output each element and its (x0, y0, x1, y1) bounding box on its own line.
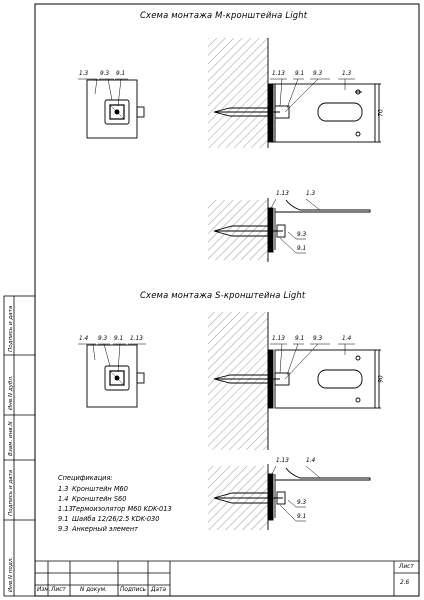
s-bottom-label: 1.4 (306, 458, 316, 464)
m-bottom-leaders (269, 198, 321, 254)
s-bottom-leaders (269, 465, 321, 522)
m-side-label: 1.3 (342, 71, 352, 77)
m-front-label: 1.3 (79, 71, 89, 77)
m-wall-hatch (208, 38, 268, 148)
spec-item-text: Анкерный элемент (72, 525, 139, 533)
m-bottom-label: 9.1 (297, 246, 307, 252)
m-bottom-label: 9.3 (297, 232, 307, 238)
s-bottom-label: 9.3 (297, 500, 307, 506)
stamp-sheet-label: Лист (399, 564, 414, 570)
m-front-view (86, 79, 145, 139)
s-side-leaders (270, 343, 355, 380)
s-side-label: 9.1 (295, 336, 305, 342)
stamp-col-doc: N докум. (80, 587, 107, 593)
spec-item-text: Термоизолятор М60 KDK-013 (72, 505, 172, 513)
m-side-label: 9.3 (313, 71, 323, 77)
side-strip-label: Инв.N дубл. (8, 375, 14, 410)
stamp-col-change: Изм. (37, 587, 51, 593)
s-dimension: 90 (378, 375, 385, 383)
m-side-label: 9.1 (295, 71, 305, 77)
m-front-label: 9.1 (116, 71, 126, 77)
s-bottom-view (213, 464, 371, 530)
stamp-col-date: Дата (151, 587, 167, 593)
s-front-label: 1.4 (79, 336, 89, 342)
s-front-view (86, 344, 145, 408)
s-side-view (213, 312, 381, 450)
m-side-leaders (270, 78, 355, 113)
side-strip-label: Взам. инв.N (8, 421, 14, 456)
spec-item-text: Шайба 12/26/2.5 KDK-030 (72, 515, 160, 523)
s-side-label: 1.4 (342, 336, 352, 342)
stamp-col-sheet: Лист (51, 587, 66, 593)
stamp-grid (35, 560, 419, 596)
m-front-leaders (78, 78, 128, 107)
spec-item-code: 9.1 (58, 515, 69, 523)
m-side-label: 1.13 (272, 71, 285, 77)
s-front-leaders (78, 343, 146, 373)
spec-item-code: 9.3 (58, 525, 69, 533)
spec-item-code: 1.3 (58, 485, 69, 493)
stamp-col-sign: Подпись (120, 587, 147, 593)
m-section-title: Схема монтажа М-кронштейна Light (140, 10, 308, 20)
m-side-view (213, 38, 381, 148)
m-dimension: 70 (378, 109, 385, 117)
m-bottom-label: 1.13 (276, 191, 289, 197)
s-section-title: Схема монтажа S-кронштейна Light (140, 290, 306, 300)
side-strip (3, 295, 36, 597)
spec-item-text: Кронштейн S60 (72, 495, 127, 503)
side-strip-label: Подпись и дата (8, 305, 14, 352)
s-bottom-label: 9.1 (297, 514, 307, 520)
s-front-label: 1.13 (130, 336, 143, 342)
s-front-label: 9.1 (114, 336, 124, 342)
side-strip-label: Инв.N подл. (8, 556, 14, 592)
spec-heading: Спецификация: (58, 474, 113, 482)
stamp-sheet-number: 2.6 (400, 580, 410, 586)
s-side-label: 9.3 (313, 336, 323, 342)
s-side-label: 1.13 (272, 336, 285, 342)
spec-item-code: 1.4 (58, 495, 69, 503)
s-wall-hatch (208, 312, 268, 450)
s-bottom-label: 1.13 (276, 458, 289, 464)
side-strip-label: Подпись и дата (8, 469, 14, 516)
m-bottom-view (213, 198, 371, 262)
spec-item-code: 1.13 (58, 505, 73, 513)
spec-item-text: Кронштейн М60 (72, 485, 128, 493)
m-front-label: 9.3 (100, 71, 110, 77)
m-bottom-label: 1.3 (306, 191, 316, 197)
s-front-label: 9.3 (98, 336, 108, 342)
